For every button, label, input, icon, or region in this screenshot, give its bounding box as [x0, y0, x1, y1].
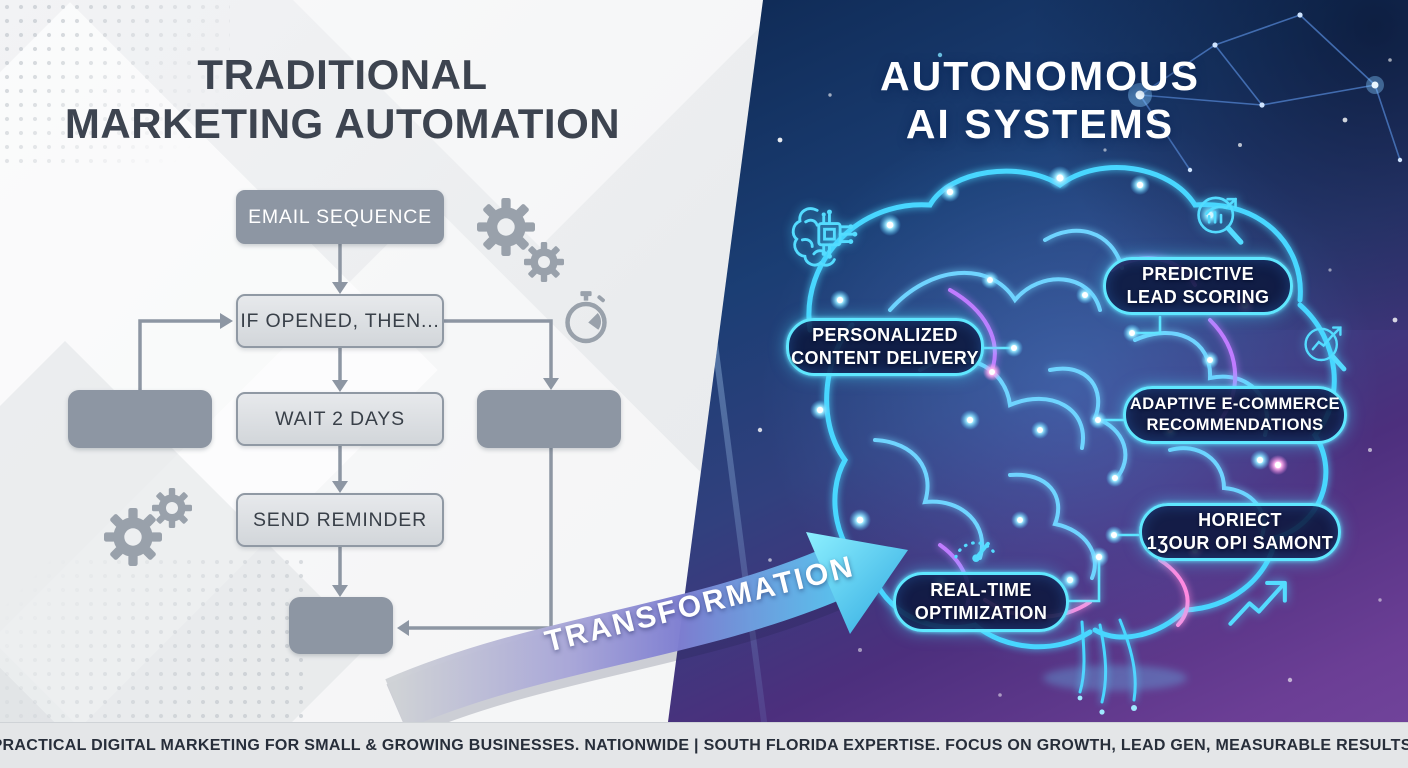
pill-horiect: HORIECT 1ƷOUR OPI SAMONT — [1139, 503, 1341, 561]
left-title-line1: TRADITIONAL — [197, 51, 488, 98]
right-panel: AUTONOMOUS AI SYSTEMS — [668, 0, 1408, 722]
gears-icon — [524, 242, 564, 282]
magnifier-chart-icon — [1188, 186, 1254, 252]
pill-label-line1: REAL-TIME — [930, 579, 1032, 600]
pill-label-line1: ADAPTIVE E-COMMERCE — [1129, 394, 1341, 413]
halftone-dots — [0, 0, 230, 170]
left-panel-title: TRADITIONAL MARKETING AUTOMATION — [55, 50, 630, 148]
flow-box-send-reminder: SEND REMINDER — [236, 493, 444, 547]
gears-icon — [152, 488, 192, 528]
flow-box-branch-left — [68, 390, 212, 448]
ai-brain-illustration — [740, 130, 1380, 715]
right-title-line2: AI SYSTEMS — [905, 101, 1175, 148]
flow-box-branch-right — [477, 390, 621, 448]
pill-label-line1: PERSONALIZED — [812, 324, 958, 345]
pill-adaptive-ecommerce-recommendations: ADAPTIVE E-COMMERCE RECOMMENDATIONS — [1123, 386, 1347, 444]
flow-box-label: EMAIL SEQUENCE — [248, 205, 432, 228]
flow-box-email-sequence: EMAIL SEQUENCE — [236, 190, 444, 244]
pill-label-line2: 1ƷOUR OPI SAMONT — [1146, 533, 1334, 553]
footer-text: PRACTICAL DIGITAL MARKETING FOR SMALL & … — [0, 736, 1408, 754]
pill-label-line2: OPTIMIZATION — [914, 603, 1048, 623]
right-panel-title: AUTONOMOUS AI SYSTEMS — [850, 52, 1230, 149]
halftone-dots — [0, 555, 310, 722]
pill-label-line1: PREDICTIVE — [1141, 263, 1255, 284]
right-title-line1: AUTONOMOUS — [880, 53, 1200, 99]
pill-personalized-content-delivery: PERSONALIZED CONTENT DELIVERY — [786, 318, 984, 376]
flow-box-wait-2-days: WAIT 2 DAYS — [236, 392, 444, 446]
pill-predictive-lead-scoring: PREDICTIVE LEAD SCORING — [1103, 257, 1293, 315]
pill-label-line2: LEAD SCORING — [1126, 287, 1270, 307]
gauge-icon — [944, 528, 1008, 572]
flow-box-label: WAIT 2 DAYS — [275, 407, 405, 430]
pill-label-line2: RECOMMENDATIONS — [1146, 416, 1324, 434]
pill-label-line1: HORIECT — [1198, 509, 1282, 530]
stopwatch-icon — [558, 288, 614, 348]
pill-realtime-optimization: REAL-TIME OPTIMIZATION — [893, 572, 1069, 632]
trend-arrow-icon — [1218, 568, 1300, 636]
flow-box-end — [289, 597, 393, 654]
brain-chip-icon — [786, 192, 868, 278]
footer-bar: PRACTICAL DIGITAL MARKETING FOR SMALL & … — [0, 722, 1408, 768]
constellation-graphic — [1128, 12, 1403, 173]
pill-label-line2: CONTENT DELIVERY — [791, 348, 979, 368]
flow-box-if-opened: IF OPENED, THEN... — [236, 294, 444, 348]
flow-box-label: SEND REMINDER — [253, 508, 427, 531]
left-title-line2: MARKETING AUTOMATION — [64, 100, 621, 148]
magnifier-trend-icon — [1296, 318, 1356, 378]
flow-box-label: IF OPENED, THEN... — [240, 309, 440, 332]
